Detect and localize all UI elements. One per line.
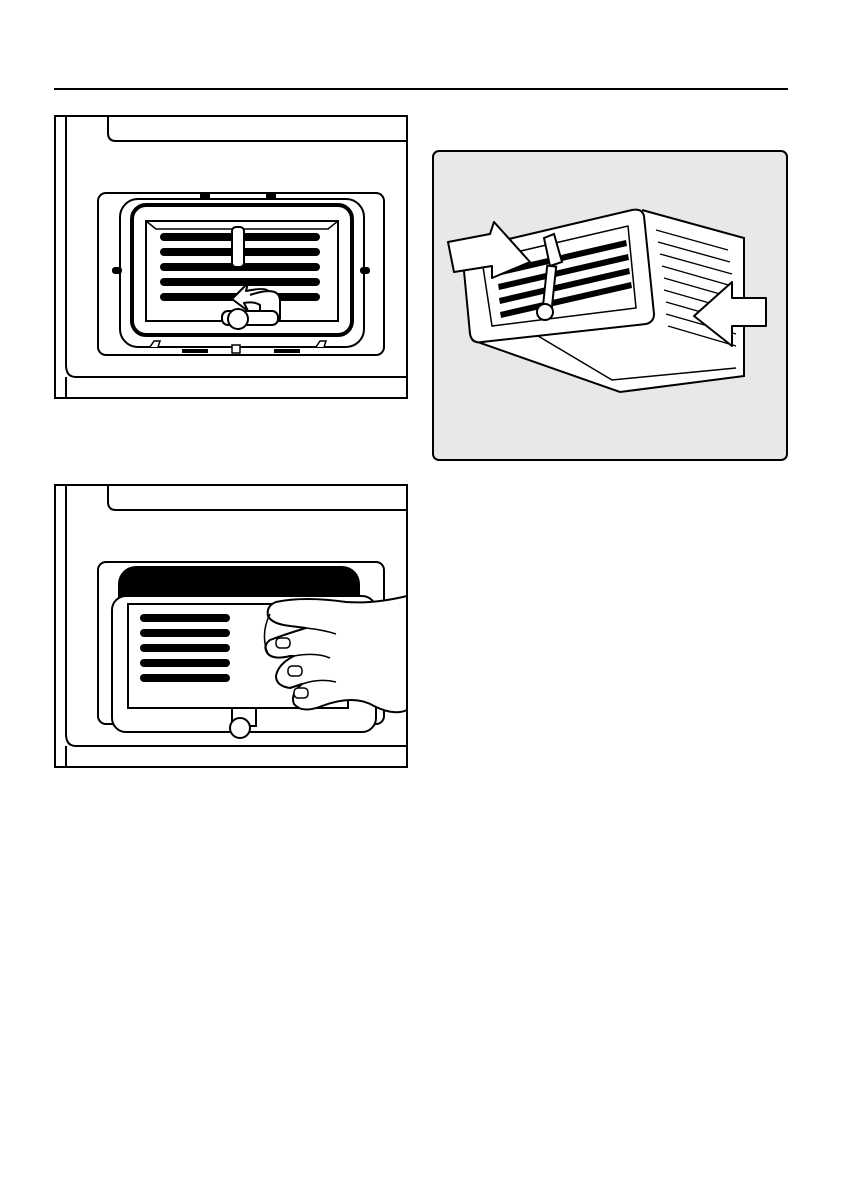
filter-insert-svg — [432, 150, 788, 461]
filter-lock-svg — [54, 115, 408, 399]
illustration-filter-insert — [432, 150, 788, 461]
hand-remove-svg — [54, 484, 408, 768]
header-rule — [54, 88, 788, 90]
illustration-filter-lock — [54, 115, 408, 399]
illustration-hand-remove — [54, 484, 408, 768]
